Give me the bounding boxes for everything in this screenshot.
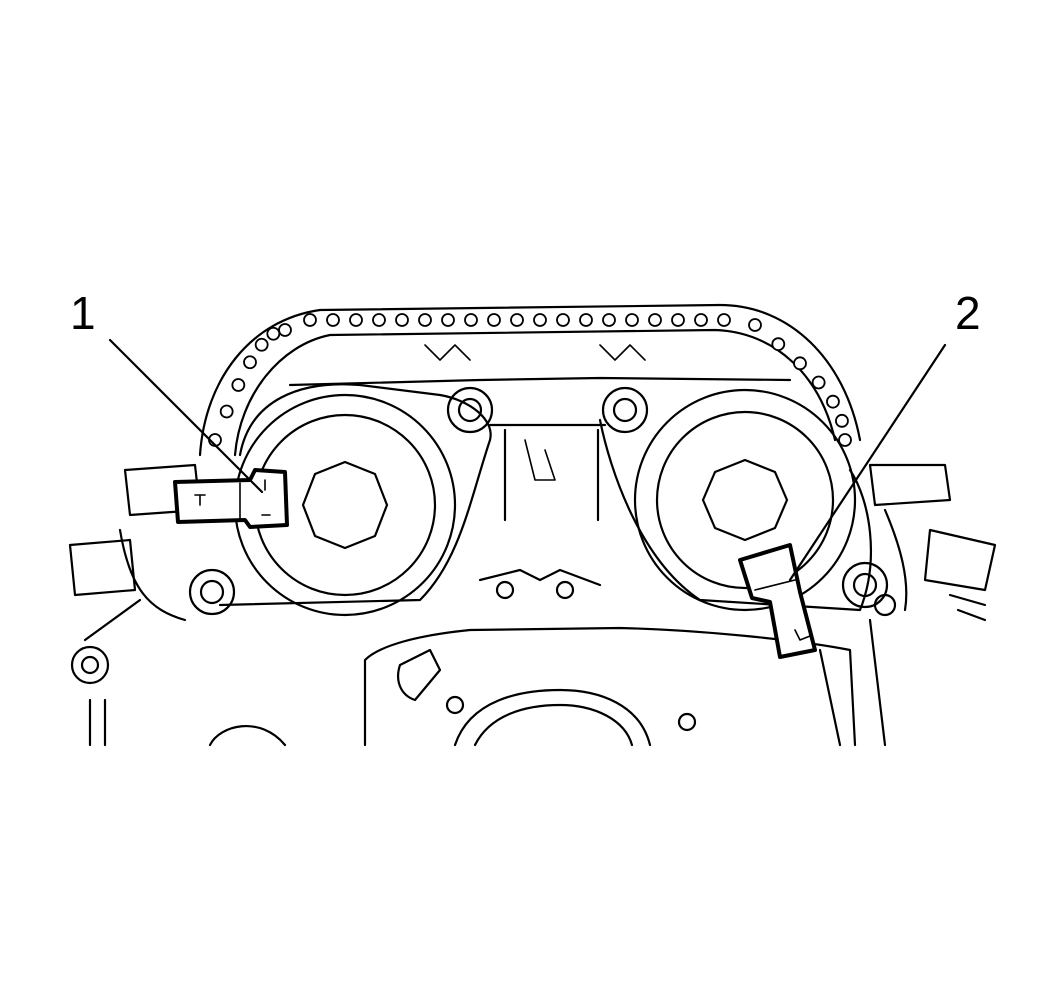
- chain-link: [625, 313, 639, 327]
- right-side-housing: [868, 463, 997, 622]
- timing-chain: [198, 303, 862, 457]
- chain-link: [219, 404, 234, 419]
- chain-link: [372, 313, 386, 327]
- chain-link: [303, 313, 317, 327]
- callout-label-2: 2: [955, 287, 981, 339]
- chain-link: [464, 313, 478, 327]
- chain-link: [533, 313, 547, 327]
- camshaft-locking-tool-right: [738, 543, 817, 659]
- chain-link: [326, 313, 340, 327]
- chain-link: [648, 313, 662, 327]
- right-camshaft-sprocket: [599, 344, 857, 612]
- chain-link: [418, 313, 432, 327]
- chain-link: [254, 337, 269, 352]
- chain-link: [811, 375, 826, 390]
- chain-link: [717, 313, 731, 327]
- chain-link: [838, 433, 852, 447]
- engine-front-cover: [208, 568, 887, 747]
- chain-link: [579, 313, 593, 327]
- chain-link: [395, 313, 409, 327]
- chain-link: [826, 394, 840, 409]
- chain-link: [349, 313, 363, 327]
- chain-link: [793, 356, 807, 371]
- camshaft-locking-tool-left: [173, 468, 289, 529]
- chain-link: [835, 413, 849, 428]
- chain-link: [441, 313, 455, 327]
- chain-link: [694, 313, 708, 327]
- chain-link: [771, 337, 786, 352]
- callout-leader-lines: [108, 338, 947, 582]
- chain-link: [671, 313, 685, 327]
- chain-link: [278, 323, 292, 337]
- chain-link: [602, 313, 616, 327]
- leader-line-2: [788, 343, 947, 582]
- leader-line-1: [108, 338, 264, 494]
- chain-link: [510, 313, 524, 327]
- chain-link: [748, 318, 762, 332]
- chain-link: [556, 313, 570, 327]
- chain-link: [231, 378, 246, 392]
- chain-link: [266, 326, 281, 341]
- chain-link: [243, 355, 257, 370]
- upper-chain-guide: [188, 376, 889, 616]
- chain-link: [487, 313, 501, 327]
- callout-label-1: 1: [70, 287, 96, 339]
